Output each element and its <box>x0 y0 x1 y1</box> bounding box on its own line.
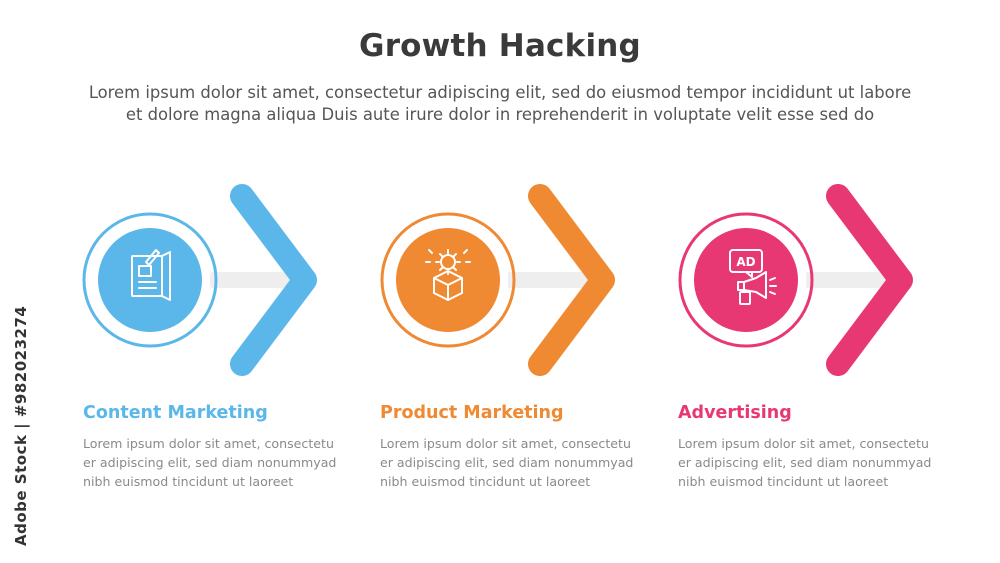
outer-ring <box>82 212 218 348</box>
subtitle-line: et dolore magna aliqua Duis aute irure d… <box>125 105 875 124</box>
inner-disc <box>396 228 500 332</box>
description-line: nibh euismod tincidunt ut laoreet <box>678 474 889 489</box>
step-description: Lorem ipsum dolor sit amet, consectetu e… <box>678 434 931 491</box>
step-content-marketing <box>82 184 317 376</box>
description-line: er adipiscing elit, sed diam nonummyad <box>83 455 337 470</box>
inner-disc <box>694 228 798 332</box>
stock-watermark: Adobe Stock | #982023274 <box>12 305 30 546</box>
chevron-arrow <box>230 184 317 376</box>
step-description: Lorem ipsum dolor sit amet, consectetu e… <box>380 434 633 491</box>
ad-megaphone-icon: AD <box>729 249 777 305</box>
connector-bar <box>806 272 901 288</box>
connector-bar <box>210 272 305 288</box>
outer-ring <box>380 212 516 348</box>
connector-bar <box>508 272 603 288</box>
page-subtitle: Lorem ipsum dolor sit amet, consectetur … <box>40 82 960 126</box>
description-line: nibh euismod tincidunt ut laoreet <box>83 474 294 489</box>
description-line: nibh euismod tincidunt ut laoreet <box>380 474 591 489</box>
chevron-arrow <box>826 184 913 376</box>
description-line: er adipiscing elit, sed diam nonummyad <box>380 455 634 470</box>
page-title: Growth Hacking <box>359 28 641 64</box>
step-title: Advertising <box>678 403 792 423</box>
outer-ring <box>678 212 814 348</box>
step-title: Product Marketing <box>380 403 564 423</box>
document-design-icon <box>131 249 171 301</box>
description-line: Lorem ipsum dolor sit amet, consectetu <box>83 436 334 451</box>
product-box-gear-icon <box>425 249 471 301</box>
description-line: Lorem ipsum dolor sit amet, consectetu <box>678 436 929 451</box>
description-line: Lorem ipsum dolor sit amet, consectetu <box>380 436 631 451</box>
inner-disc <box>98 228 202 332</box>
ad-label: AD <box>736 255 755 269</box>
description-line: er adipiscing elit, sed diam nonummyad <box>678 455 932 470</box>
subtitle-line: Lorem ipsum dolor sit amet, consectetur … <box>88 83 912 102</box>
step-product-marketing <box>380 184 615 376</box>
step-advertising: AD <box>678 184 913 376</box>
step-description: Lorem ipsum dolor sit amet, consectetu e… <box>83 434 336 491</box>
step-title: Content Marketing <box>83 403 268 423</box>
chevron-arrow <box>528 184 615 376</box>
